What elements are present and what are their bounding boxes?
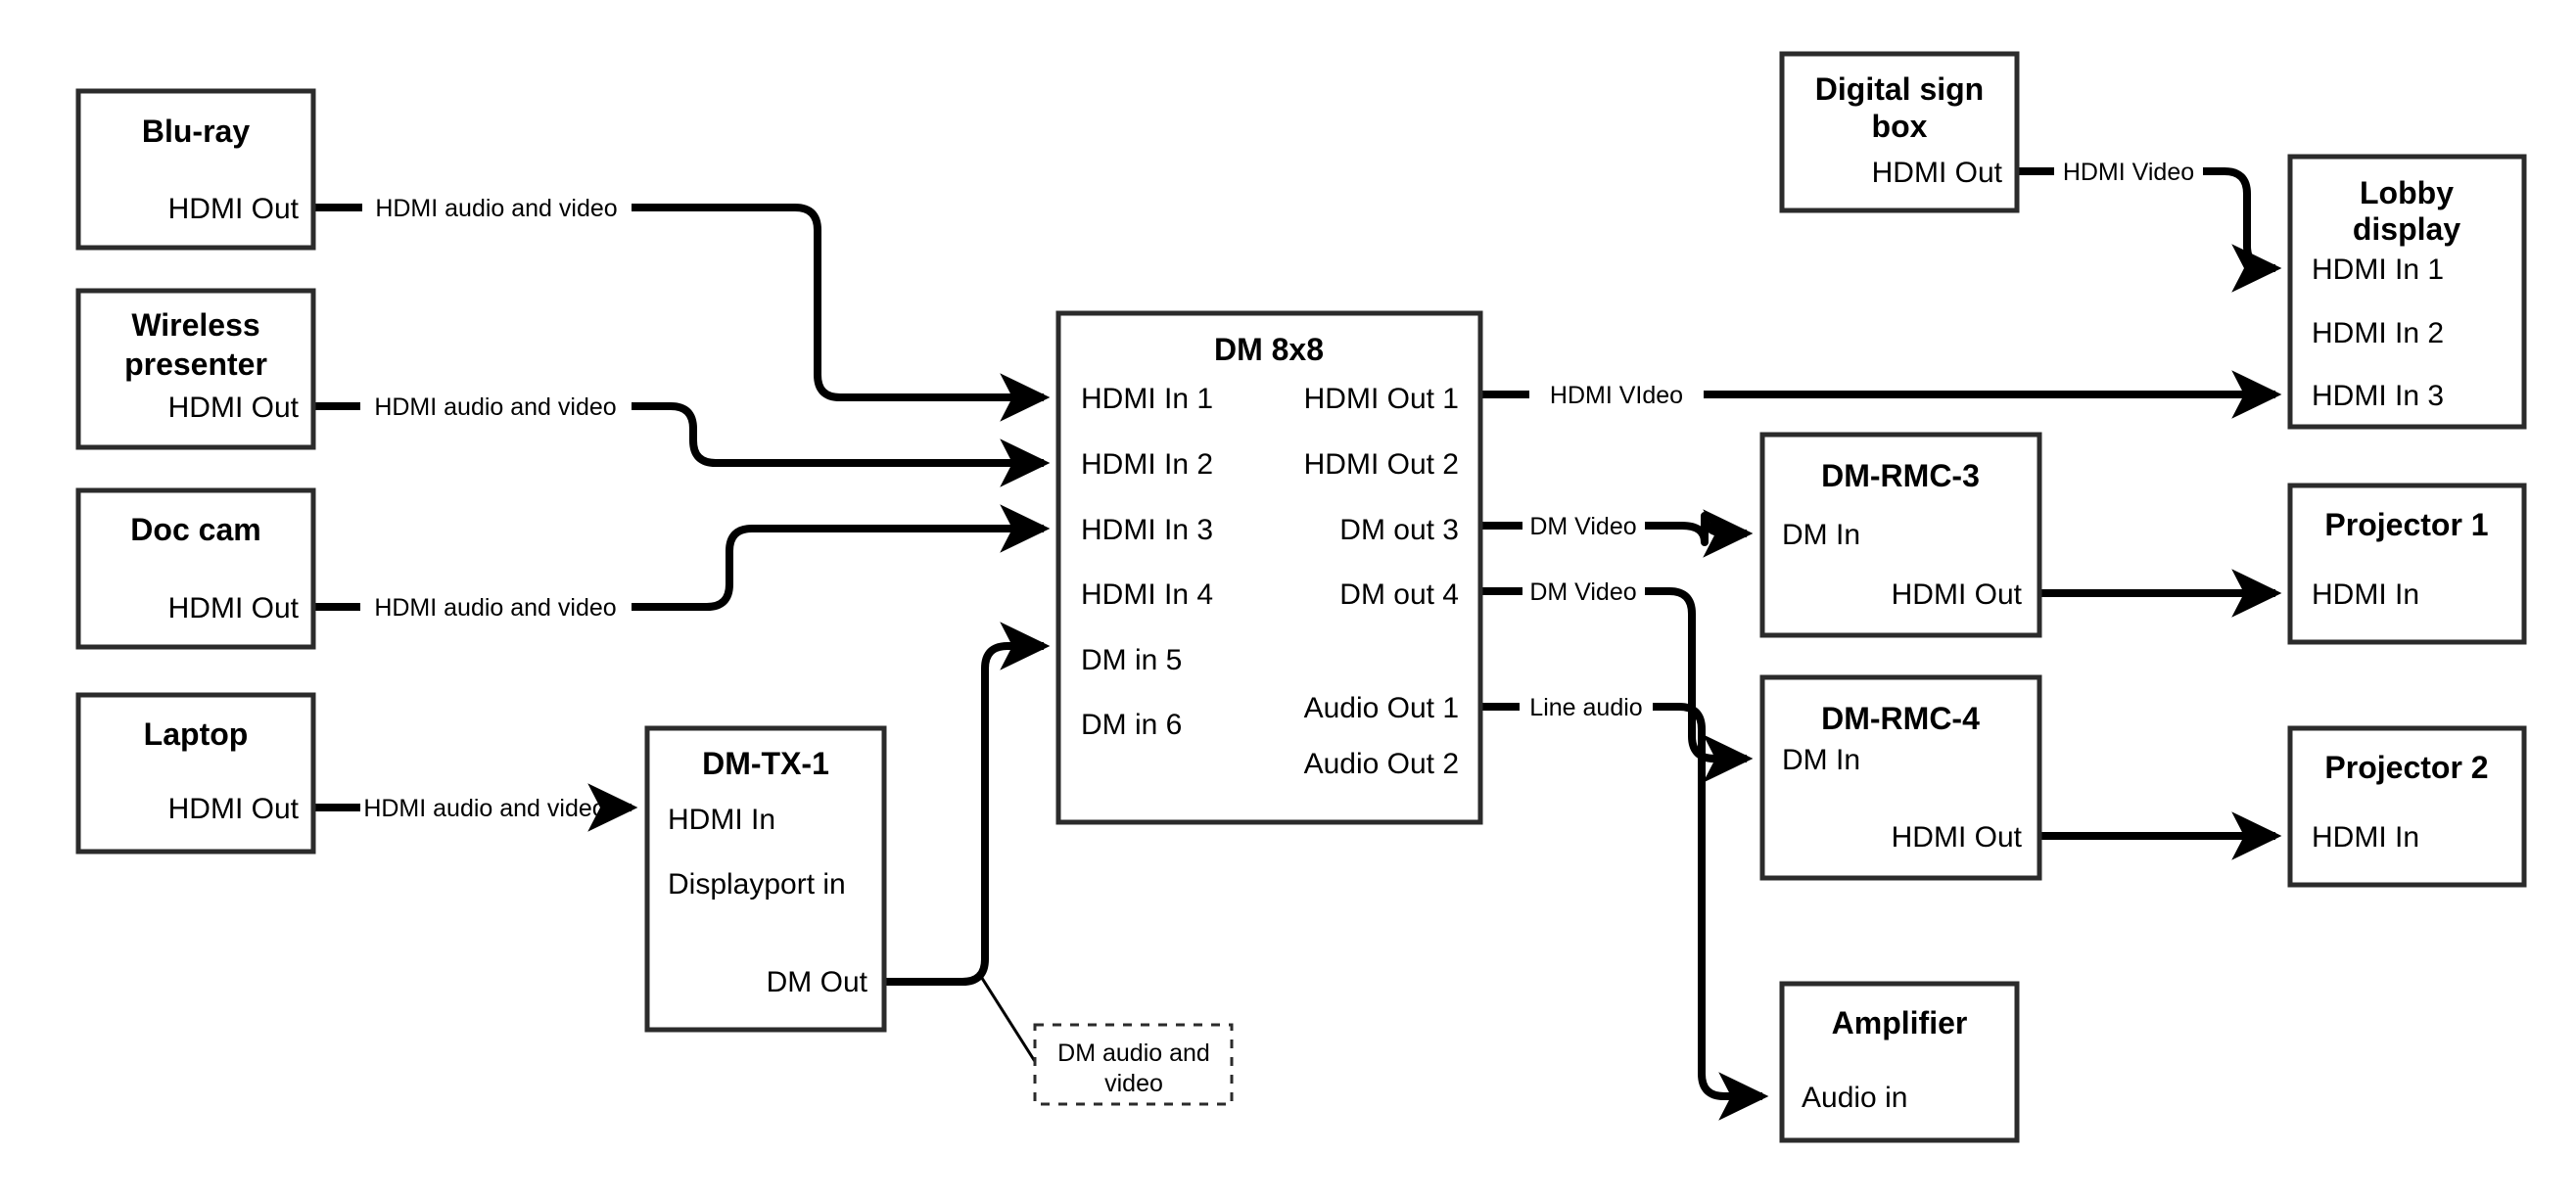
node-projector-2-box[interactable]: [2287, 725, 2527, 888]
node-laptop-port-hdmi-out: HDMI Out: [168, 793, 300, 825]
edge-label-dm-out4-to-rmc4: DM Video: [1529, 578, 1636, 606]
edge-label-doccam-to-dm: HDMI audio and video: [374, 594, 616, 622]
node-wireless-presenter[interactable]: Wireless presenter HDMI Out: [75, 288, 316, 450]
node-lobby-display-title-line2: display: [2353, 211, 2460, 247]
node-dm-8x8[interactable]: DM 8x8 HDMI In 1 HDMI In 2 HDMI In 3 HDM…: [1055, 310, 1483, 825]
node-amplifier[interactable]: Amplifier Audio in: [1779, 981, 2020, 1143]
note-dm-audio-and-video-line2: video: [1104, 1070, 1163, 1097]
node-amplifier-title: Amplifier: [1832, 1005, 1968, 1040]
node-wireless-presenter-box[interactable]: [75, 288, 316, 450]
node-projector-1-box[interactable]: [2287, 483, 2527, 645]
node-doc-cam-port-hdmi-out: HDMI Out: [168, 592, 300, 624]
node-projector-1-port-hdmi-in: HDMI In: [2312, 578, 2419, 611]
node-lobby-display-box[interactable]: [2287, 154, 2527, 430]
edge-label-dm-audioout1-to-amp: Line audio: [1529, 694, 1642, 721]
node-dm-8x8-output-audio-out-1: Audio Out 1: [1304, 692, 1459, 724]
node-dm-8x8-input-hdmi-in-1: HDMI In 1: [1081, 383, 1213, 415]
node-dm-8x8-output-hdmi-out-2: HDMI Out 2: [1304, 448, 1459, 481]
edge-label-wireless-to-dm: HDMI audio and video: [374, 393, 616, 421]
node-digital-sign-box-title-line2: box: [1872, 109, 1928, 144]
node-dm-8x8-input-hdmi-in-4: HDMI In 4: [1081, 578, 1213, 611]
node-digital-sign-box-port-hdmi-out: HDMI Out: [1872, 157, 2003, 189]
edge-label-digitalsign-to-lobby: HDMI Video: [2063, 159, 2194, 186]
node-dm-rmc-4[interactable]: DM-RMC-4 DM In HDMI Out: [1759, 674, 2042, 881]
wire-dm-out3-to-dmrmc3-dm-in: [1480, 516, 1747, 542]
node-dm-8x8-input-dm-in-6: DM in 6: [1081, 709, 1182, 741]
edge-label-dm-out1-to-lobby: HDMI VIdeo: [1550, 382, 1683, 409]
node-dm-rmc-3-port-dm-in: DM In: [1782, 519, 1860, 551]
note-dm-audio-and-video-box: [1033, 1023, 1234, 1106]
node-projector-2-title: Projector 2: [2324, 750, 2488, 785]
edge-label-laptop-to-dmtx1: HDMI audio and video: [363, 795, 605, 822]
node-dm-8x8-box[interactable]: [1055, 310, 1483, 825]
node-digital-sign-box[interactable]: Digital sign box HDMI Out: [1779, 51, 2020, 213]
wire-dm-audioout1-to-amplifier: [1480, 703, 1762, 1096]
node-projector-1[interactable]: Projector 1 HDMI In: [2287, 483, 2527, 645]
node-dm-rmc-3-port-hdmi-out: HDMI Out: [1892, 578, 2023, 611]
node-laptop[interactable]: Laptop HDMI Out: [75, 692, 316, 855]
node-doc-cam-box[interactable]: [75, 487, 316, 650]
node-lobby-display-title-line1: Lobby: [2360, 175, 2454, 210]
node-wireless-presenter-port-hdmi-out: HDMI Out: [168, 392, 300, 424]
node-dm-rmc-4-port-dm-in: DM In: [1782, 744, 1860, 776]
callout-leader-dm-audio-video: [976, 971, 1038, 1064]
node-lobby-display-port-hdmi-in-2: HDMI In 2: [2312, 317, 2444, 349]
node-dm-rmc-3-title: DM-RMC-3: [1821, 458, 1980, 493]
wire-wireless-to-dm-hdmi-in-2: [313, 402, 1044, 463]
node-lobby-display-port-hdmi-in-1: HDMI In 1: [2312, 254, 2444, 286]
node-dm-tx-1-box[interactable]: [644, 725, 887, 1033]
node-dm-8x8-output-audio-out-2: Audio Out 2: [1304, 748, 1459, 780]
node-bluray-title: Blu-ray: [142, 114, 250, 149]
node-dm-rmc-4-title: DM-RMC-4: [1821, 701, 1980, 736]
node-dm-8x8-input-dm-in-5: DM in 5: [1081, 644, 1182, 676]
wire-bluray-to-dm-hdmi-in-1: [313, 204, 1044, 397]
node-projector-1-title: Projector 1: [2324, 507, 2488, 542]
node-digital-sign-box-box[interactable]: [1779, 51, 2020, 213]
node-digital-sign-box-title-line1: Digital sign: [1815, 71, 1984, 107]
node-dm-tx-1-port-dm-out: DM Out: [767, 966, 868, 998]
edge-label-dm-out3-to-rmc3: DM Video: [1529, 513, 1636, 540]
note-dm-audio-and-video-line1: DM audio and: [1057, 1039, 1210, 1067]
node-dm-tx-1-port-displayport-in: Displayport in: [668, 868, 846, 901]
node-bluray[interactable]: Blu-ray HDMI Out: [75, 88, 316, 251]
node-dm-8x8-title: DM 8x8: [1214, 332, 1324, 367]
node-dm-rmc-4-port-hdmi-out: HDMI Out: [1892, 821, 2023, 854]
node-dm-8x8-output-dm-out-4: DM out 4: [1339, 578, 1459, 611]
node-dm-rmc-3-box[interactable]: [1759, 432, 2042, 638]
wire-dmtx1-to-dm-in-5: [884, 622, 1051, 986]
node-dm-tx-1-port-hdmi-in: HDMI In: [668, 804, 775, 836]
node-dm-rmc-3[interactable]: DM-RMC-3 DM In HDMI Out: [1759, 432, 2042, 638]
node-dm-rmc-4-box[interactable]: [1759, 674, 2042, 881]
node-projector-2-port-hdmi-in: HDMI In: [2312, 821, 2419, 854]
node-lobby-display-port-hdmi-in-3: HDMI In 3: [2312, 380, 2444, 412]
node-wireless-presenter-title-line2: presenter: [124, 346, 267, 382]
node-wireless-presenter-title-line1: Wireless: [131, 307, 259, 343]
node-bluray-box[interactable]: [75, 88, 316, 251]
node-bluray-port-hdmi-out: HDMI Out: [168, 193, 300, 225]
node-laptop-box[interactable]: [75, 692, 316, 855]
node-dm-tx-1[interactable]: DM-TX-1 HDMI In Displayport in DM Out: [644, 725, 887, 1033]
node-projector-2[interactable]: Projector 2 HDMI In: [2287, 725, 2527, 888]
node-doc-cam-title: Doc cam: [130, 512, 260, 547]
node-dm-8x8-output-dm-out-3: DM out 3: [1339, 514, 1459, 546]
node-dm-8x8-input-hdmi-in-3: HDMI In 3: [1081, 514, 1213, 546]
node-lobby-display[interactable]: Lobby display HDMI In 1 HDMI In 2 HDMI I…: [2287, 154, 2527, 430]
edge-label-bluray-to-dm: HDMI audio and video: [375, 195, 617, 222]
node-dm-tx-1-title: DM-TX-1: [702, 746, 829, 781]
wire-doccam-to-dm-hdmi-in-3: [313, 529, 1044, 611]
node-doc-cam[interactable]: Doc cam HDMI Out: [75, 487, 316, 650]
node-amplifier-box[interactable]: [1779, 981, 2020, 1143]
node-dm-8x8-output-hdmi-out-1: HDMI Out 1: [1304, 383, 1459, 415]
node-amplifier-port-audio-in: Audio in: [1802, 1082, 1907, 1114]
wire-digitalsign-to-lobby-hdmi-in-1: [2017, 167, 2275, 268]
note-dm-audio-and-video: DM audio and video: [1033, 1023, 1234, 1106]
node-dm-8x8-input-hdmi-in-2: HDMI In 2: [1081, 448, 1213, 481]
node-laptop-title: Laptop: [144, 716, 249, 752]
